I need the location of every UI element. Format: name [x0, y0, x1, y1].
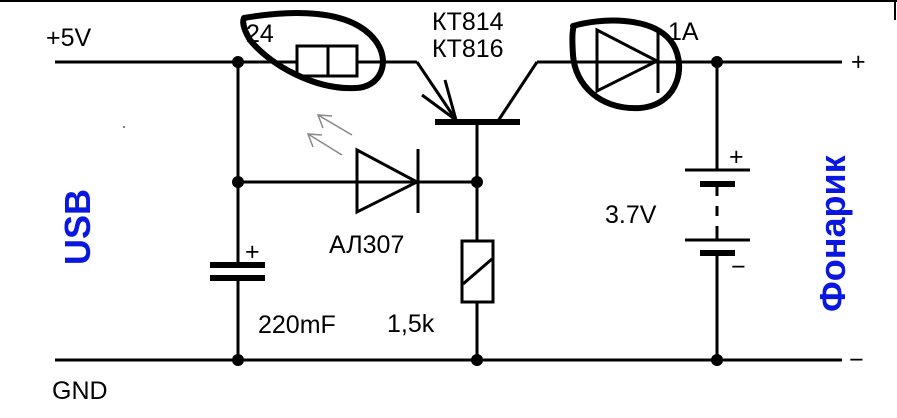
- led-label: АЛ307: [329, 231, 404, 259]
- capacitor-polarity: +: [245, 238, 260, 266]
- output-plus-label: +: [851, 48, 866, 76]
- light-emission-arrows-icon: [306, 114, 353, 156]
- ground-rail-label: GND: [52, 377, 108, 405]
- transistor-symbol: [415, 61, 539, 360]
- hand-drawn-circle-fuse: [240, 10, 386, 92]
- fuse-label: 24: [246, 20, 274, 48]
- diode-label: 1A: [668, 18, 699, 46]
- battery-plus: +: [729, 143, 744, 171]
- battery-label: 3.7V: [605, 201, 657, 229]
- capacitor-symbol: [210, 262, 265, 281]
- usb-label: USB: [57, 189, 98, 265]
- led-symbol: [238, 114, 477, 215]
- battery-minus: −: [731, 253, 746, 281]
- transistor-label-1: КТ814: [432, 8, 504, 36]
- flashlight-label: Фонарик: [812, 154, 853, 312]
- hand-drawn-circle-diode: [569, 17, 683, 112]
- output-minus-label: −: [849, 346, 864, 374]
- transistor-label-2: КТ816: [432, 35, 504, 63]
- resistor-symbol: [460, 239, 495, 304]
- junction-nodes: [232, 56, 723, 366]
- capacitor-label: 220mF: [258, 311, 336, 339]
- resistor-label: 1,5k: [387, 310, 435, 338]
- battery-symbol: [685, 62, 750, 360]
- diode-symbol: [595, 27, 661, 94]
- fuse-resistor-symbol: [295, 44, 359, 78]
- positive-rail-label: +5V: [46, 24, 92, 52]
